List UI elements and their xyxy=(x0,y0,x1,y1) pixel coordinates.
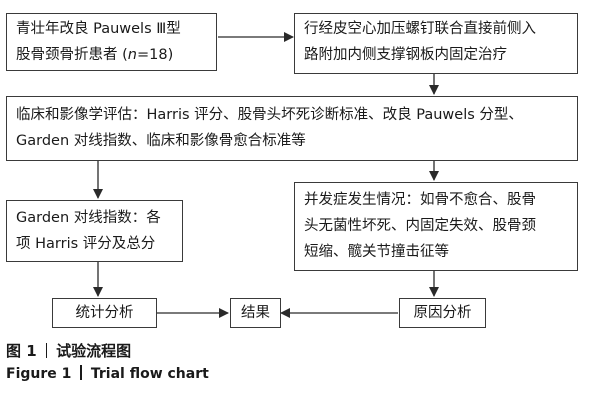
complications-line-1: 并发症发生情况：如骨不愈合、股骨 xyxy=(304,192,536,208)
evaluation-line-1: 临床和影像学评估：Harris 评分、股骨头坏死诊断标准、改良 Pauwels … xyxy=(16,107,523,123)
caption-cn-title: 试验流程图 xyxy=(56,342,132,360)
statistics-label: 统计分析 xyxy=(75,305,134,321)
garden-box: Garden 对线指数：各 项 Harris 评分及总分 xyxy=(6,200,183,262)
causes-label: 原因分析 xyxy=(413,305,472,321)
statistics-box: 统计分析 xyxy=(52,298,157,328)
caption-chinese: 图 1 试验流程图 xyxy=(6,340,131,361)
caption-en-label: Figure 1 xyxy=(6,366,72,382)
caption-cn-label: 图 1 xyxy=(6,342,37,360)
treatment-line-1: 行经皮空心加压螺钉联合直接前侧入 xyxy=(304,21,536,37)
complications-box: 并发症发生情况：如骨不愈合、股骨 头无菌性坏死、内固定失效、股骨颈 短缩、髋关节… xyxy=(294,182,578,271)
garden-line-2: 项 Harris 评分及总分 xyxy=(16,236,156,252)
causes-box: 原因分析 xyxy=(399,298,486,328)
results-label: 结果 xyxy=(241,305,270,321)
caption-en-title: Trial flow chart xyxy=(90,366,209,382)
treatment-line-2: 路附加内侧支撑钢板内固定治疗 xyxy=(304,47,507,63)
complications-line-3: 短缩、髋关节撞击征等 xyxy=(304,244,449,260)
garden-line-1: Garden 对线指数：各 xyxy=(16,210,161,226)
patients-box: 青壮年改良 Pauwels Ⅲ型 股骨颈骨折患者 (n=18) xyxy=(6,13,217,71)
evaluation-box: 临床和影像学评估：Harris 评分、股骨头坏死诊断标准、改良 Pauwels … xyxy=(6,96,578,161)
treatment-box: 行经皮空心加压螺钉联合直接前侧入 路附加内侧支撑钢板内固定治疗 xyxy=(294,13,578,74)
caption-separator xyxy=(45,343,48,358)
evaluation-line-2: Garden 对线指数、临床和影像骨愈合标准等 xyxy=(16,133,306,149)
caption-english: Figure 1 Trial flow chart xyxy=(6,365,209,382)
patients-line-2: 股骨颈骨折患者 (n=18) xyxy=(16,47,174,63)
complications-line-2: 头无菌性坏死、内固定失效、股骨颈 xyxy=(304,218,536,234)
caption-separator xyxy=(80,365,82,380)
patients-line-1: 青壮年改良 Pauwels Ⅲ型 xyxy=(16,21,181,37)
results-box: 结果 xyxy=(230,298,281,328)
